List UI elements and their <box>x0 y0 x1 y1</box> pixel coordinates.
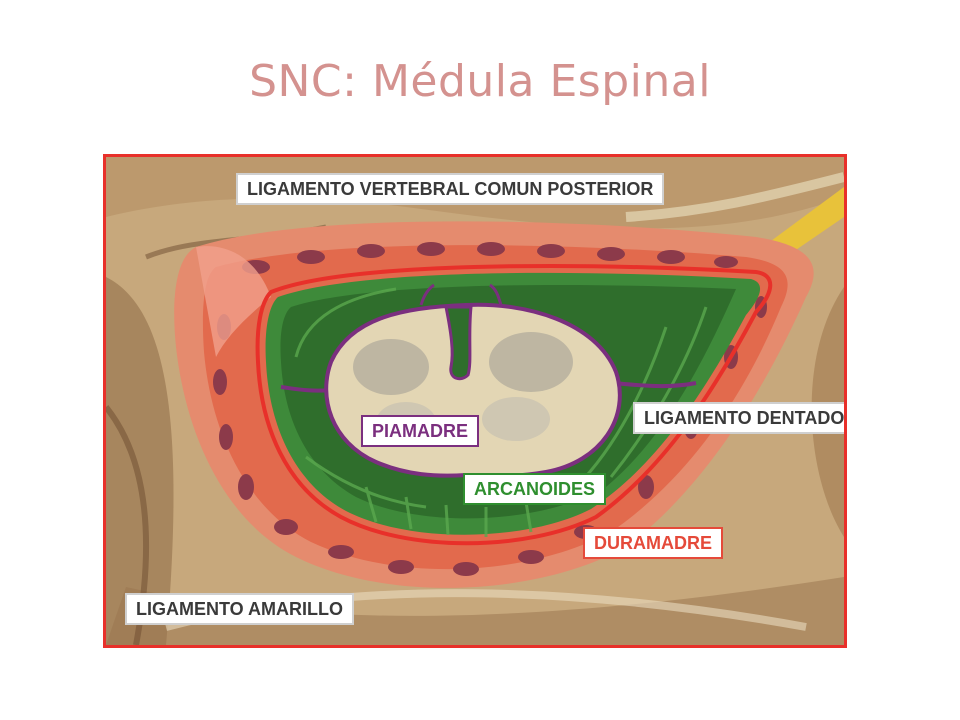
label-piamadre: PIAMADRE <box>361 415 480 447</box>
dura-mater-membrane <box>255 264 773 546</box>
label-posterior-ligament: LIGAMENTO VERTEBRAL COMUN POSTERIOR <box>236 173 665 205</box>
grey-matter-left <box>353 339 429 395</box>
grey-matter-right <box>489 332 573 392</box>
slide-title: SNC: Médula Espinal <box>249 56 711 107</box>
vertebra-shading-bottom <box>106 577 844 645</box>
label-arachnoid: ARCANOIDES <box>463 473 607 505</box>
median-sulcus <box>444 305 473 381</box>
label-dentate-ligament: LIGAMENTO DENTADO <box>633 402 844 434</box>
spinal-cord-illustration <box>106 157 844 645</box>
spinal-cord-diagram: LIGAMENTO VERTEBRAL COMUN POSTERIOR PIAM… <box>103 154 847 648</box>
arachnoid-trabeculae <box>294 287 708 537</box>
vertebra-shading-left <box>106 277 174 645</box>
label-yellow-ligament: LIGAMENTO AMARILLO <box>125 593 354 625</box>
label-dura-mater: DURAMADRE <box>583 527 723 559</box>
